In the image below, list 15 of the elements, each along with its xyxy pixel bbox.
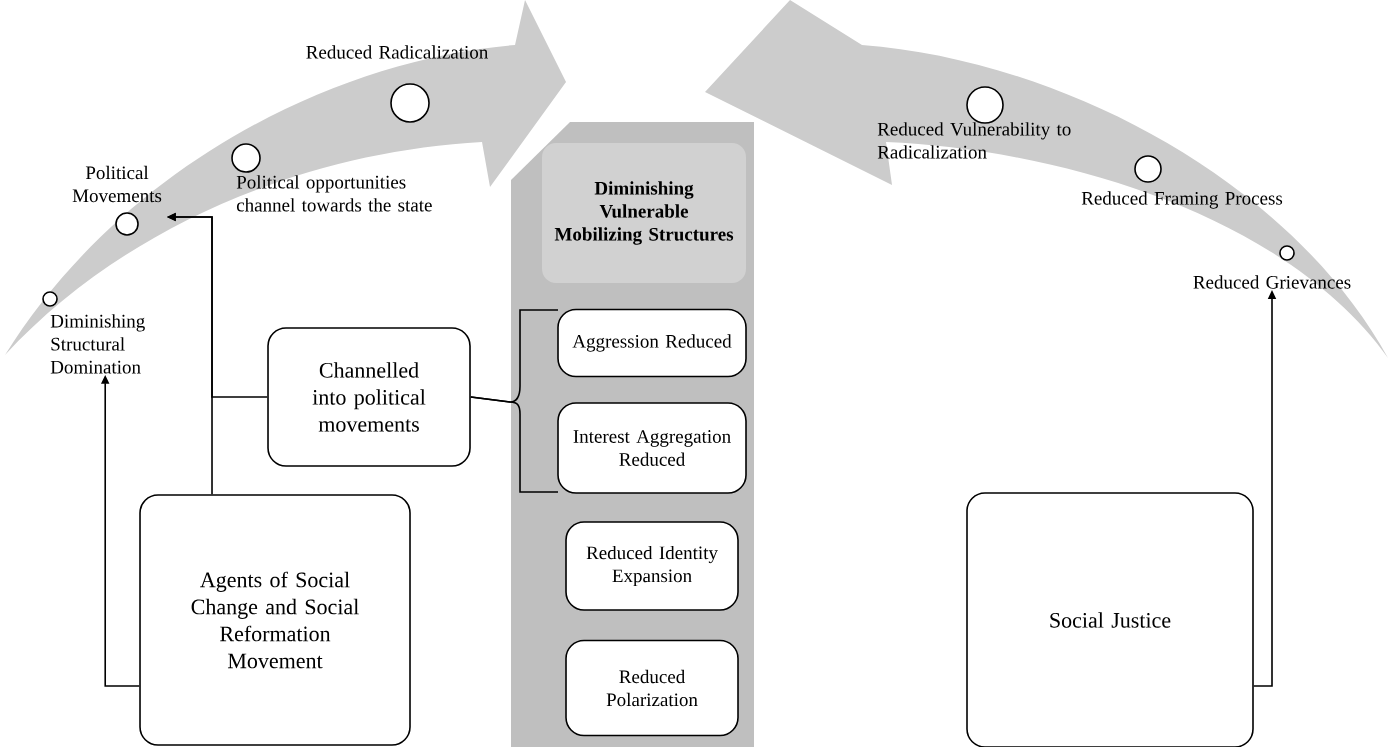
- node-caption: Political opportunities channel towards the state: [236, 175, 432, 212]
- factor-box: Reduced Polarization: [565, 639, 739, 737]
- node-caption: Political Movements: [72, 165, 162, 203]
- agent-box: Agents of Social Change and Social Reformation Movement: [139, 494, 411, 746]
- node-caption: Reduced Vulnerability to Radicalization: [877, 122, 1071, 159]
- node-caption: Reduced Framing Process: [1081, 191, 1283, 209]
- connector-line: [470, 396, 559, 493]
- factor-box: Interest Aggregation Reduced: [557, 402, 747, 494]
- outcome-box: Social Justice: [966, 492, 1254, 747]
- node-caption: Reduced Grievances: [1193, 275, 1351, 289]
- process-box: Channelled into political movements: [267, 327, 471, 467]
- node-caption: Diminishing Structural Domination: [50, 314, 145, 374]
- factor-box: Aggression Reduced: [557, 308, 747, 378]
- factor-box: Reduced Identity Expansion: [565, 521, 739, 611]
- node-caption: Reduced Radicalization: [306, 45, 488, 59]
